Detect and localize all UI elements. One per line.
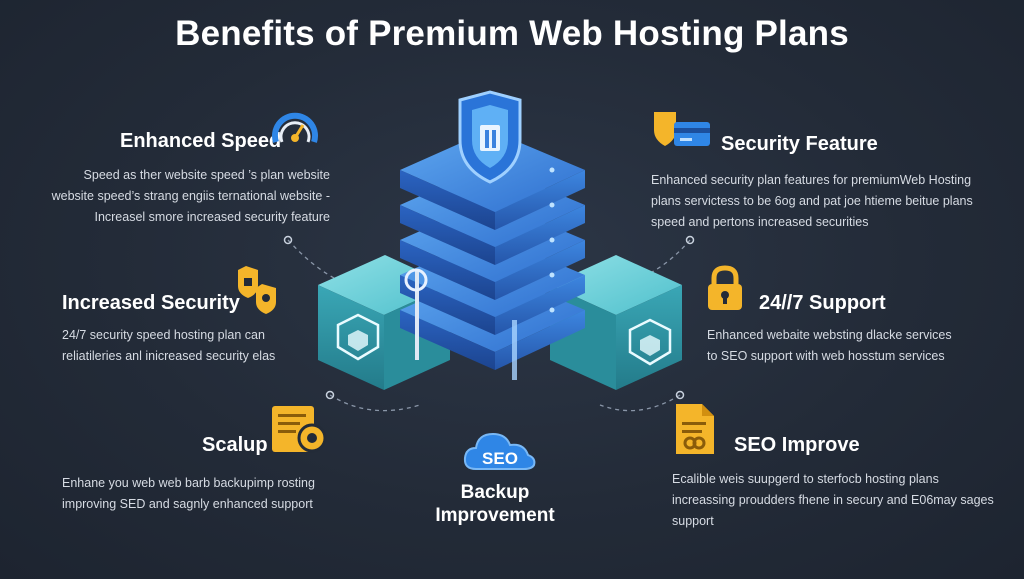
feature-description: Ecalible weis suupgerd to sterfocb hosti… <box>672 472 994 528</box>
feature-enhanced-speed: Enhanced Speed Speed as ther website spe… <box>50 130 380 228</box>
document-link-icon <box>676 404 714 454</box>
feature-description: Enhane you web web barb backupimp rostin… <box>62 476 315 511</box>
label-line-1: Backup <box>460 482 530 503</box>
feature-title: 24//7 Support <box>759 292 886 314</box>
feature-title: Security Feature <box>721 133 878 155</box>
feature-description: Enhanced security plan features for prem… <box>651 173 973 229</box>
shield-card-icon <box>654 112 710 146</box>
feature-increased-security: Increased Security 24/7 security speed h… <box>62 292 322 367</box>
shield-icon <box>458 90 522 184</box>
seo-cloud-icon: SEO <box>463 432 536 470</box>
shield-lock-icon <box>238 266 276 314</box>
feature-description: Speed as ther website speed ’s plan webs… <box>51 168 330 224</box>
feature-security-feature: Security Feature Enhanced security plan … <box>651 133 1001 233</box>
server-layers <box>400 130 585 380</box>
feature-title: Scalup <box>202 434 268 456</box>
feature-support: 24//7 Support Enhanced webaite websting … <box>707 292 1007 367</box>
label-line-2: Improvement <box>435 505 555 526</box>
feature-scalup: Scalup Enhane you web web barb backupimp… <box>62 434 362 515</box>
speedometer-icon <box>272 112 318 143</box>
feature-seo-improve: SEO Improve Ecalible weis suupgerd to st… <box>672 434 1002 532</box>
server-stack-illustration <box>318 90 682 390</box>
feature-title: Increased Security <box>62 292 240 314</box>
padlock-icon <box>708 265 742 310</box>
feature-description: 24/7 security speed hosting plan can rel… <box>62 328 276 363</box>
right-block <box>550 255 682 390</box>
certificate-gear-icon <box>272 406 327 453</box>
feature-description: Enhanced webaite websting dlacke service… <box>707 328 952 363</box>
feature-title: SEO Improve <box>734 434 860 456</box>
backup-improvement-label: Backup Improvement <box>400 481 590 527</box>
seo-badge-text: SEO <box>482 449 518 468</box>
feature-title: Enhanced Speed <box>120 130 282 152</box>
page-title: Benefits of Premium Web Hosting Plans <box>175 14 849 53</box>
